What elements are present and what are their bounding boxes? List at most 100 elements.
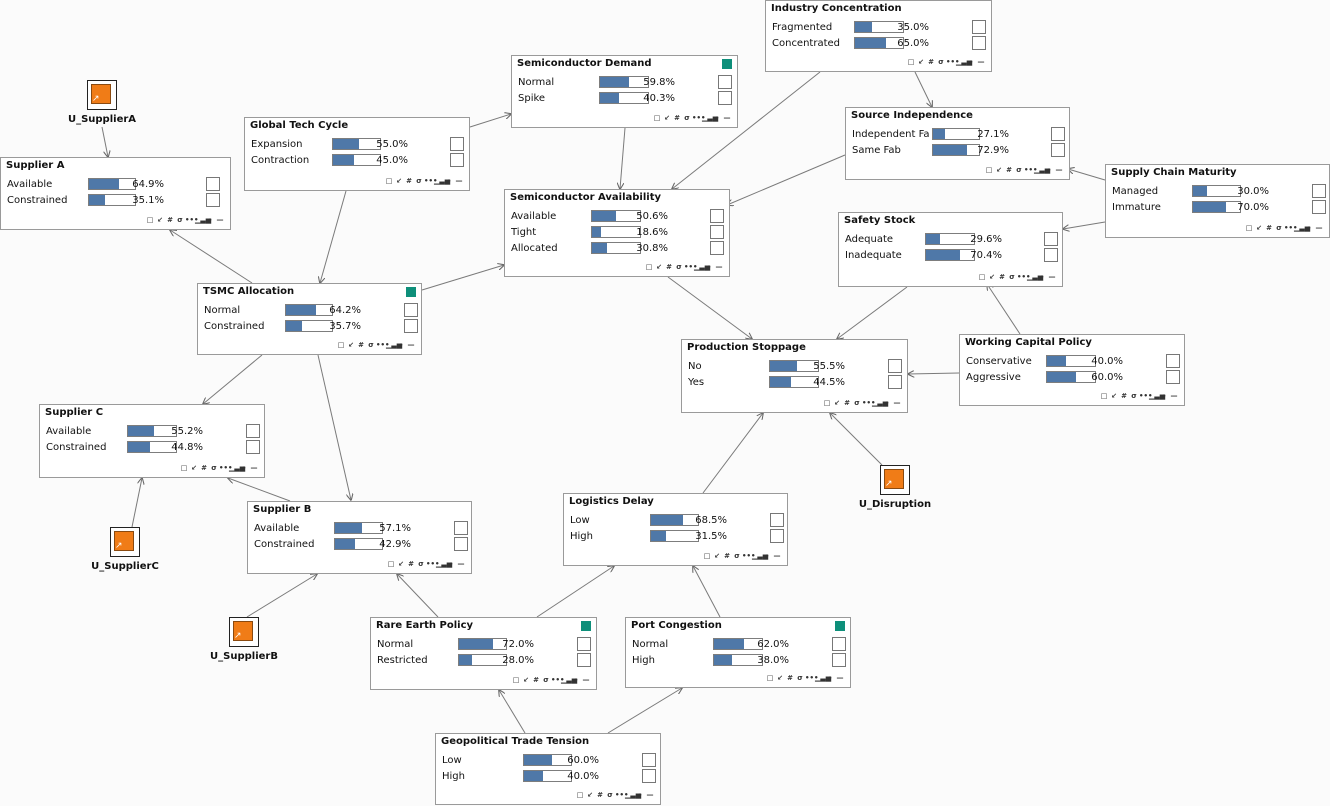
- evidence-checkbox[interactable]: [206, 193, 220, 207]
- square-icon[interactable]: □: [766, 674, 774, 682]
- ellipsis-icon[interactable]: •••: [376, 341, 390, 349]
- square-icon[interactable]: □: [907, 58, 915, 66]
- magnifier-icon[interactable]: ⌕: [765, 552, 769, 560]
- minimize-icon[interactable]: —: [216, 216, 224, 224]
- ellipsis-icon[interactable]: •••: [615, 791, 629, 799]
- magnifier-icon[interactable]: ⌕: [242, 464, 246, 472]
- arrow-icon[interactable]: ↙: [396, 177, 402, 185]
- evidence-checkbox[interactable]: [888, 359, 902, 373]
- sigma-icon[interactable]: σ: [177, 216, 183, 224]
- minimize-icon[interactable]: —: [646, 791, 654, 799]
- histogram-icon[interactable]: ▁▃▅: [195, 216, 212, 224]
- hash-icon[interactable]: #: [597, 791, 603, 799]
- hash-icon[interactable]: #: [844, 399, 850, 407]
- evidence-checkbox[interactable]: [246, 424, 260, 438]
- ellipsis-icon[interactable]: •••: [219, 464, 233, 472]
- histogram-icon[interactable]: ▁▃▅: [625, 791, 642, 799]
- ellipsis-icon[interactable]: •••: [185, 216, 199, 224]
- arrow-icon[interactable]: ↙: [714, 552, 720, 560]
- evidence-checkbox[interactable]: [1312, 184, 1326, 198]
- evidence-checkbox[interactable]: [1044, 248, 1058, 262]
- hash-icon[interactable]: #: [1266, 224, 1272, 232]
- sigma-icon[interactable]: σ: [368, 341, 374, 349]
- ellipsis-icon[interactable]: •••: [862, 399, 876, 407]
- minimize-icon[interactable]: —: [1170, 392, 1178, 400]
- ellipsis-icon[interactable]: •••: [1284, 224, 1298, 232]
- magnifier-icon[interactable]: ⌕: [715, 114, 719, 122]
- evidence-checkbox[interactable]: [246, 440, 260, 454]
- square-icon[interactable]: □: [180, 464, 188, 472]
- magnifier-icon[interactable]: ⌕: [1307, 224, 1311, 232]
- hash-icon[interactable]: #: [1121, 392, 1127, 400]
- magnifier-icon[interactable]: ⌕: [1047, 166, 1051, 174]
- sigma-icon[interactable]: σ: [1009, 273, 1015, 281]
- minimize-icon[interactable]: —: [836, 674, 844, 682]
- evidence-checkbox[interactable]: [1044, 232, 1058, 246]
- evidence-checkbox[interactable]: [206, 177, 220, 191]
- sigma-icon[interactable]: σ: [797, 674, 803, 682]
- ellipsis-icon[interactable]: •••: [1017, 273, 1031, 281]
- ellipsis-icon[interactable]: •••: [426, 560, 440, 568]
- evidence-checkbox[interactable]: [832, 637, 846, 651]
- arrow-icon[interactable]: ↙: [834, 399, 840, 407]
- minimize-icon[interactable]: —: [250, 464, 258, 472]
- arrow-icon[interactable]: ↙: [777, 674, 783, 682]
- evidence-checkbox[interactable]: [1166, 354, 1180, 368]
- magnifier-icon[interactable]: ⌕: [399, 341, 403, 349]
- hash-icon[interactable]: #: [787, 674, 793, 682]
- hash-icon[interactable]: #: [358, 341, 364, 349]
- arrow-icon[interactable]: ↙: [996, 166, 1002, 174]
- arrow-icon[interactable]: ↙: [1256, 224, 1262, 232]
- evidence-checkbox[interactable]: [1166, 370, 1180, 384]
- evidence-checkbox[interactable]: [888, 375, 902, 389]
- minimize-icon[interactable]: —: [977, 58, 985, 66]
- histogram-icon[interactable]: ▁▃▅: [436, 560, 453, 568]
- evidence-checkbox[interactable]: [454, 521, 468, 535]
- ellipsis-icon[interactable]: •••: [946, 58, 960, 66]
- evidence-checkbox[interactable]: [450, 153, 464, 167]
- evidence-checkbox[interactable]: [404, 303, 418, 317]
- evidence-checkbox[interactable]: [832, 653, 846, 667]
- minimize-icon[interactable]: —: [723, 114, 731, 122]
- histogram-icon[interactable]: ▁▃▅: [694, 263, 711, 271]
- arrow-icon[interactable]: ↙: [656, 263, 662, 271]
- hash-icon[interactable]: #: [201, 464, 207, 472]
- minimize-icon[interactable]: —: [1055, 166, 1063, 174]
- ellipsis-icon[interactable]: •••: [684, 263, 698, 271]
- arrow-icon[interactable]: ↙: [348, 341, 354, 349]
- evidence-checkbox[interactable]: [770, 513, 784, 527]
- histogram-icon[interactable]: ▁▃▅: [434, 177, 451, 185]
- square-icon[interactable]: □: [387, 560, 395, 568]
- sigma-icon[interactable]: σ: [607, 791, 613, 799]
- histogram-icon[interactable]: ▁▃▅: [229, 464, 246, 472]
- magnifier-icon[interactable]: ⌕: [1040, 273, 1044, 281]
- magnifier-icon[interactable]: ⌕: [638, 791, 642, 799]
- histogram-icon[interactable]: ▁▃▅: [752, 552, 769, 560]
- arrow-icon[interactable]: ↙: [191, 464, 197, 472]
- magnifier-icon[interactable]: ⌕: [885, 399, 889, 407]
- minimize-icon[interactable]: —: [773, 552, 781, 560]
- arrow-icon[interactable]: ↙: [157, 216, 163, 224]
- magnifier-icon[interactable]: ⌕: [707, 263, 711, 271]
- minimize-icon[interactable]: —: [407, 341, 415, 349]
- square-icon[interactable]: □: [1245, 224, 1253, 232]
- square-icon[interactable]: □: [337, 341, 345, 349]
- ellipsis-icon[interactable]: •••: [424, 177, 438, 185]
